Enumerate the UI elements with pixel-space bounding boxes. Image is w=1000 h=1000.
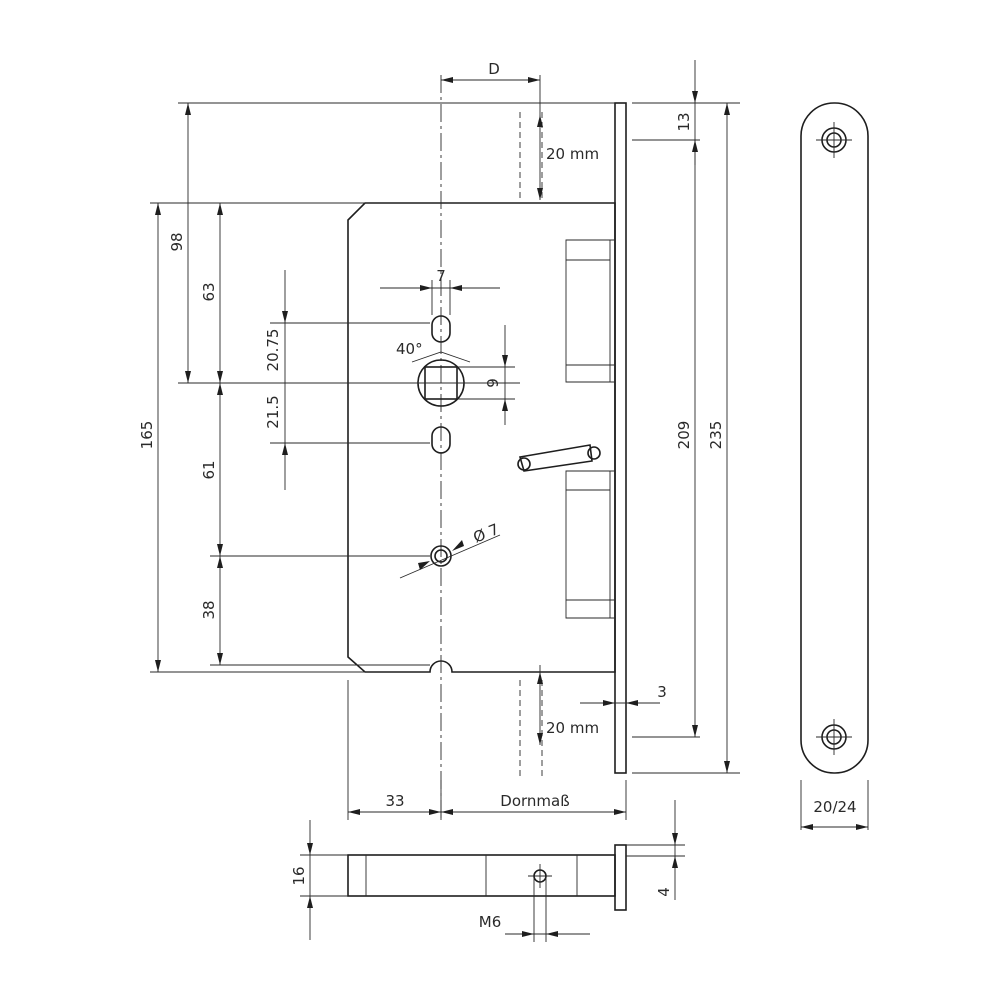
- dimension-labels: D 20 mm 20 mm 7 40° 9 20.75 21.5 98 63 1…: [138, 60, 857, 931]
- label-follower-square: 9: [484, 378, 502, 388]
- faceplate: [614, 102, 627, 774]
- lower-slot-hole: [431, 426, 451, 454]
- faceplate-outline: [800, 102, 869, 774]
- label-faceplate-thickness: 3: [657, 683, 667, 701]
- label-backset: D: [488, 60, 500, 78]
- label-165: 165: [138, 421, 156, 450]
- label-bottom-travel: 20 mm: [546, 719, 599, 737]
- label-20-75: 20.75: [264, 329, 282, 372]
- lever-slot: [518, 444, 593, 472]
- label-dornmass: Dornmaß: [500, 792, 569, 810]
- label-case-edge: 33: [385, 792, 404, 810]
- lock-top-view: [300, 800, 685, 942]
- case-top-outline: [347, 854, 616, 897]
- label-hole-diameter: Ø 7: [471, 520, 502, 546]
- label-63: 63: [200, 282, 218, 301]
- label-top-travel: 20 mm: [546, 145, 599, 163]
- latch-window: [565, 239, 615, 383]
- label-spindle-spacing: 7: [436, 267, 446, 285]
- label-235: 235: [707, 421, 725, 450]
- lock-case-front-view: [347, 75, 627, 820]
- label-38: 38: [200, 600, 218, 619]
- label-screw-thread: M6: [479, 913, 502, 931]
- label-98: 98: [168, 232, 186, 251]
- dimension-lines: [150, 60, 740, 820]
- label-faceplate-edge: 4: [655, 887, 673, 897]
- faceplate-view: [800, 102, 869, 830]
- bolt-window: [565, 470, 615, 619]
- label-21-5: 21.5: [264, 395, 282, 428]
- label-13: 13: [675, 112, 693, 131]
- label-209: 209: [675, 421, 693, 450]
- label-61: 61: [200, 460, 218, 479]
- top-slot-hole: [431, 315, 451, 343]
- label-faceplate-width: 20/24: [813, 798, 856, 816]
- lock-case-outline: [347, 202, 616, 673]
- label-follower-angle: 40°: [396, 340, 423, 358]
- dimension-arrowheads: [155, 77, 730, 815]
- forend-top: [614, 844, 627, 911]
- label-case-depth: 16: [290, 866, 308, 885]
